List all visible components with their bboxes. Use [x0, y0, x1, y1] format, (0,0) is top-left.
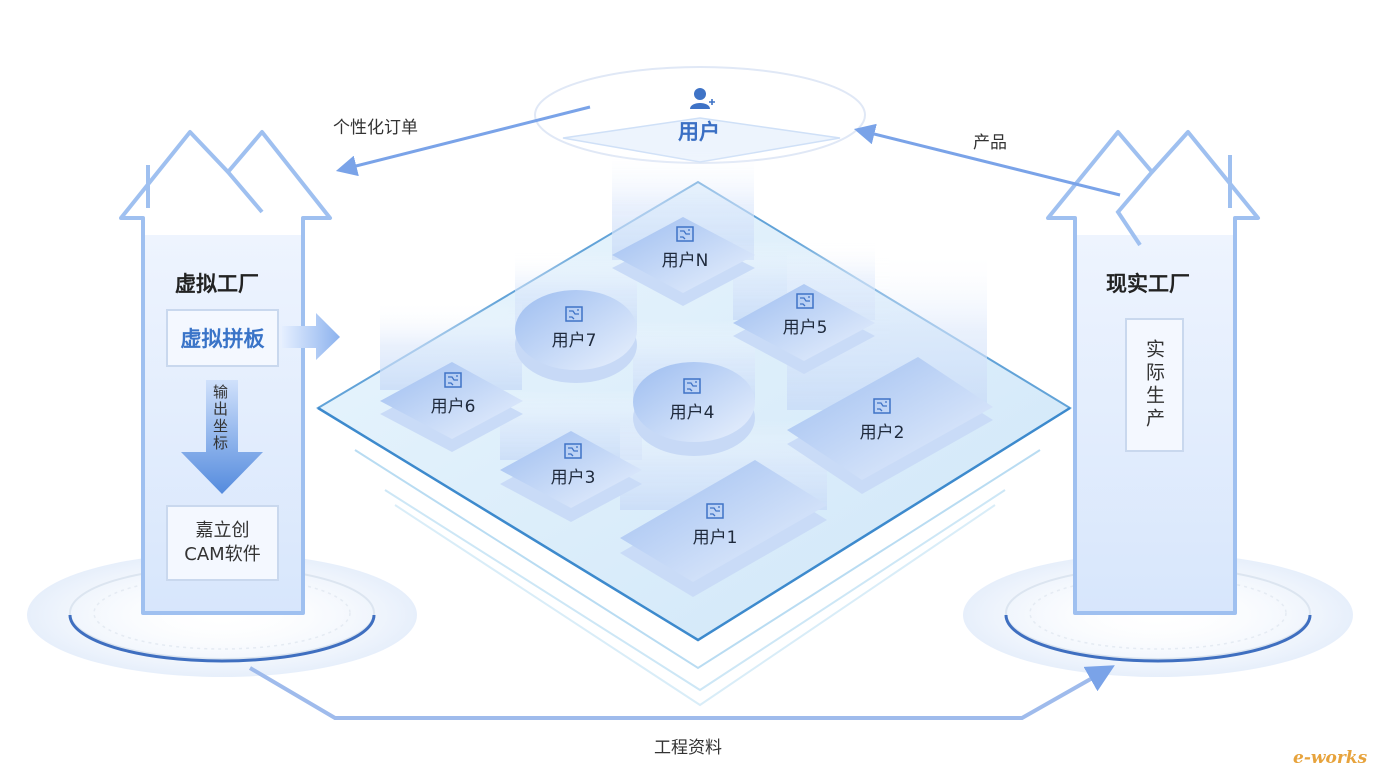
panelize-arrow: [282, 313, 340, 360]
output-down-arrow: [181, 380, 263, 494]
cam-software-label: 嘉立创 CAM软件: [184, 520, 261, 565]
output-coords-label: 输出坐标: [211, 384, 229, 452]
circuit-board-icon: [564, 443, 582, 459]
panelize-label: 虚拟拼板: [180, 327, 265, 351]
order-flow-arrow: [335, 105, 591, 177]
engineering-flow-label: 工程资料: [654, 738, 722, 758]
tile-user-6: [380, 362, 523, 452]
tile-user-1: [620, 460, 827, 597]
user-tile-label: 用户7: [551, 331, 597, 351]
cam-software-box: 嘉立创 CAM软件: [166, 505, 279, 581]
user-tile-label: 用户4: [669, 403, 715, 423]
virtual-factory-title: 虚拟工厂: [175, 272, 259, 296]
circuit-board-icon: [683, 378, 701, 394]
real-factory-title: 现实工厂: [1106, 272, 1190, 296]
user-tile-label: 用户2: [859, 423, 905, 443]
user-icon: [690, 88, 715, 109]
production-label: 实际生产: [1143, 339, 1165, 431]
order-flow-label: 个性化订单: [333, 118, 418, 138]
user-tile-label: 用户6: [430, 397, 476, 417]
product-flow-label: 产品: [973, 133, 1007, 153]
circuit-board-icon: [796, 293, 814, 309]
user-tile-label: 用户N: [661, 251, 709, 271]
tile-user-3: [500, 431, 642, 522]
disc-user-7: [515, 290, 637, 383]
tile-user-5: [733, 284, 875, 374]
product-flow-arrow: [853, 123, 1121, 197]
panelize-box: 虚拟拼板: [166, 309, 279, 367]
production-box: 实际生产: [1125, 318, 1184, 452]
circuit-board-icon: [706, 503, 724, 519]
tile-user-2: [787, 357, 993, 494]
circuit-board-icon: [444, 372, 462, 388]
watermark: e-works: [1293, 748, 1368, 768]
tile-user-n: [612, 217, 755, 306]
disc-user-4: [633, 362, 755, 456]
circuit-board-icon: [873, 398, 891, 414]
circuit-board-icon: [565, 306, 583, 322]
user-tile-label: 用户5: [782, 318, 828, 338]
user-tile-label: 用户3: [550, 468, 596, 488]
circuit-board-icon: [676, 226, 694, 242]
top-user-label: 用户: [678, 120, 720, 144]
engineering-flow-arrow: [248, 665, 1115, 720]
user-tile-label: 用户1: [692, 528, 738, 548]
